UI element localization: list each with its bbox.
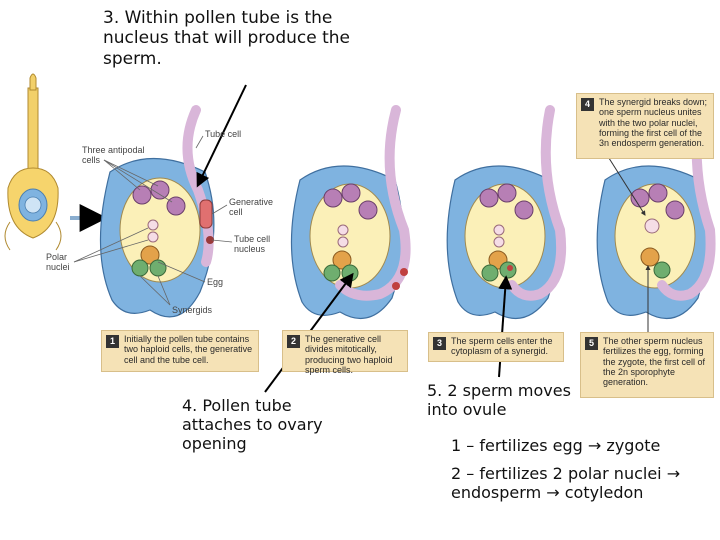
label-generative: Generative cell <box>229 197 274 217</box>
label-synergids: Synergids <box>172 305 213 315</box>
note-step-3: 3. Within pollen tube is the nucleus tha… <box>103 8 350 69</box>
caption-step-5: 5 The other sperm nucleus fertilizes the… <box>580 332 714 398</box>
caption-step-3: 3 The sperm cells enter the cytoplasm of… <box>428 332 564 362</box>
caption-number: 4 <box>581 98 594 111</box>
ovule-stage-3 <box>446 105 567 320</box>
flower-inset <box>4 73 108 251</box>
label-antipodal: Three antipodal cells <box>82 145 145 165</box>
label-polar-nuclei: Polar nuclei <box>46 252 70 272</box>
note-step-5-part-2: 2 – fertilizes 2 polar nuclei → endosper… <box>451 464 681 503</box>
note-step-5-part-1: 1 – fertilizes egg → zygote <box>451 436 661 455</box>
arrow-to-generative <box>196 84 247 188</box>
caption-text: The other sperm nucleus fertilizes the e… <box>603 336 706 388</box>
note-step-4: 4. Pollen tube attaches to ovary opening <box>182 396 323 454</box>
note-step-5: 5. 2 sperm moves into ovule <box>427 381 571 420</box>
caption-number: 1 <box>106 335 119 348</box>
arrow-synergid-breakdown <box>606 154 646 216</box>
label-tube-cell: Tube cell <box>205 129 242 139</box>
caption-step-4: 4 The synergid breaks down; one sperm nu… <box>576 93 714 159</box>
label-egg: Egg <box>207 277 224 287</box>
caption-number: 2 <box>287 335 300 348</box>
caption-text: The generative cell divides mitotically,… <box>305 334 393 376</box>
label-pointers <box>73 135 233 306</box>
ovule-stage-1 <box>99 105 215 318</box>
label-tube-nucleus: Tube cell nucleus <box>234 234 271 254</box>
caption-step-1: 1 Initially the pollen tube contains two… <box>101 330 259 372</box>
caption-text: Initially the pollen tube contains two h… <box>124 334 253 365</box>
caption-number: 5 <box>585 337 598 350</box>
caption-number: 3 <box>433 337 446 350</box>
ovule-stage-2 <box>290 105 411 320</box>
caption-step-2: 2 The generative cell divides mitoticall… <box>282 330 408 376</box>
caption-text: The sperm cells enter the cytoplasm of a… <box>451 336 553 357</box>
caption-text: The synergid breaks down; one sperm nucl… <box>599 97 708 149</box>
